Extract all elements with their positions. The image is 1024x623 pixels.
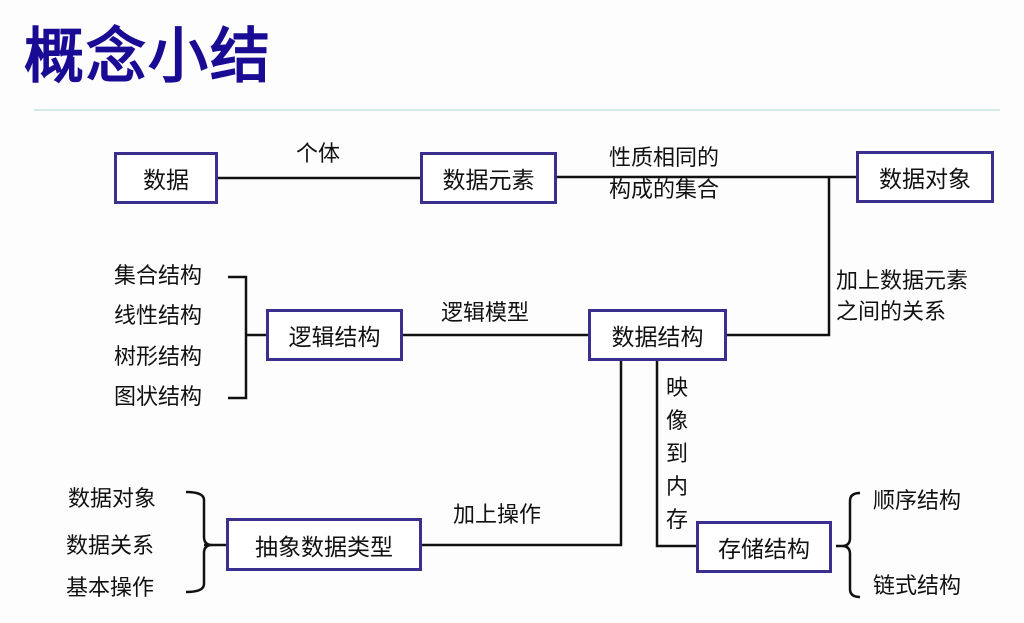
node-data-structure: 数据结构 [588, 309, 727, 361]
node-adt: 抽象数据类型 [226, 518, 422, 571]
logical-kind-graph: 图状结构 [114, 385, 203, 410]
node-data-element-label: 数据元素 [442, 168, 535, 194]
bracket-logical-kinds [228, 275, 266, 400]
node-logical-structure-label: 逻辑结构 [288, 325, 381, 351]
bracket-adt-parts [185, 490, 226, 594]
edge-label-logical-model: 逻辑模型 [441, 301, 530, 326]
edge-label-same-nature-1: 性质相同的 [609, 146, 720, 171]
node-storage-structure-label: 存储结构 [718, 537, 810, 563]
vchar: 像 [665, 409, 688, 434]
vchar: 内 [665, 475, 688, 500]
node-data-element: 数据元素 [420, 152, 557, 204]
vchar: 到 [665, 442, 688, 467]
vchar: 存 [665, 508, 688, 533]
node-data-label: 数据 [143, 168, 189, 194]
edge-structure-to-storage [655, 361, 696, 548]
node-data-object: 数据对象 [856, 151, 994, 203]
edge-object-to-structure [726, 177, 831, 337]
logical-kind-tree: 树形结构 [114, 345, 203, 370]
node-data: 数据 [114, 152, 218, 204]
edge-structure-to-adt [421, 361, 623, 547]
adt-part-basic-ops: 基本操作 [66, 576, 155, 601]
logical-kind-linear: 线性结构 [114, 304, 203, 329]
adt-part-data-relation: 数据关系 [66, 534, 155, 559]
vchar: 映 [665, 376, 688, 401]
edge-label-individual: 个体 [296, 142, 341, 167]
edge-label-add-relations-2: 之间的关系 [836, 300, 947, 325]
page-title: 概念小结 [24, 22, 272, 92]
adt-part-data-object: 数据对象 [68, 487, 157, 512]
edge-label-map-to-memory: 映 像 到 内 存 [663, 372, 691, 537]
node-adt-label: 抽象数据类型 [255, 534, 393, 561]
logical-kind-set: 集合结构 [114, 264, 203, 289]
edge-label-add-operations: 加上操作 [453, 503, 542, 528]
title-divider [34, 109, 1000, 111]
node-storage-structure: 存储结构 [696, 521, 832, 573]
bracket-storage-kinds [836, 491, 861, 599]
node-data-object-label: 数据对象 [879, 167, 971, 193]
storage-kind-linked: 链式结构 [873, 574, 962, 599]
edge-label-same-nature-2: 构成的集合 [609, 178, 720, 203]
edge-label-add-relations-1: 加上数据元素 [836, 269, 969, 294]
node-logical-structure: 逻辑结构 [266, 309, 403, 361]
storage-kind-sequential: 顺序结构 [873, 489, 962, 514]
node-data-structure-label: 数据结构 [611, 325, 704, 351]
